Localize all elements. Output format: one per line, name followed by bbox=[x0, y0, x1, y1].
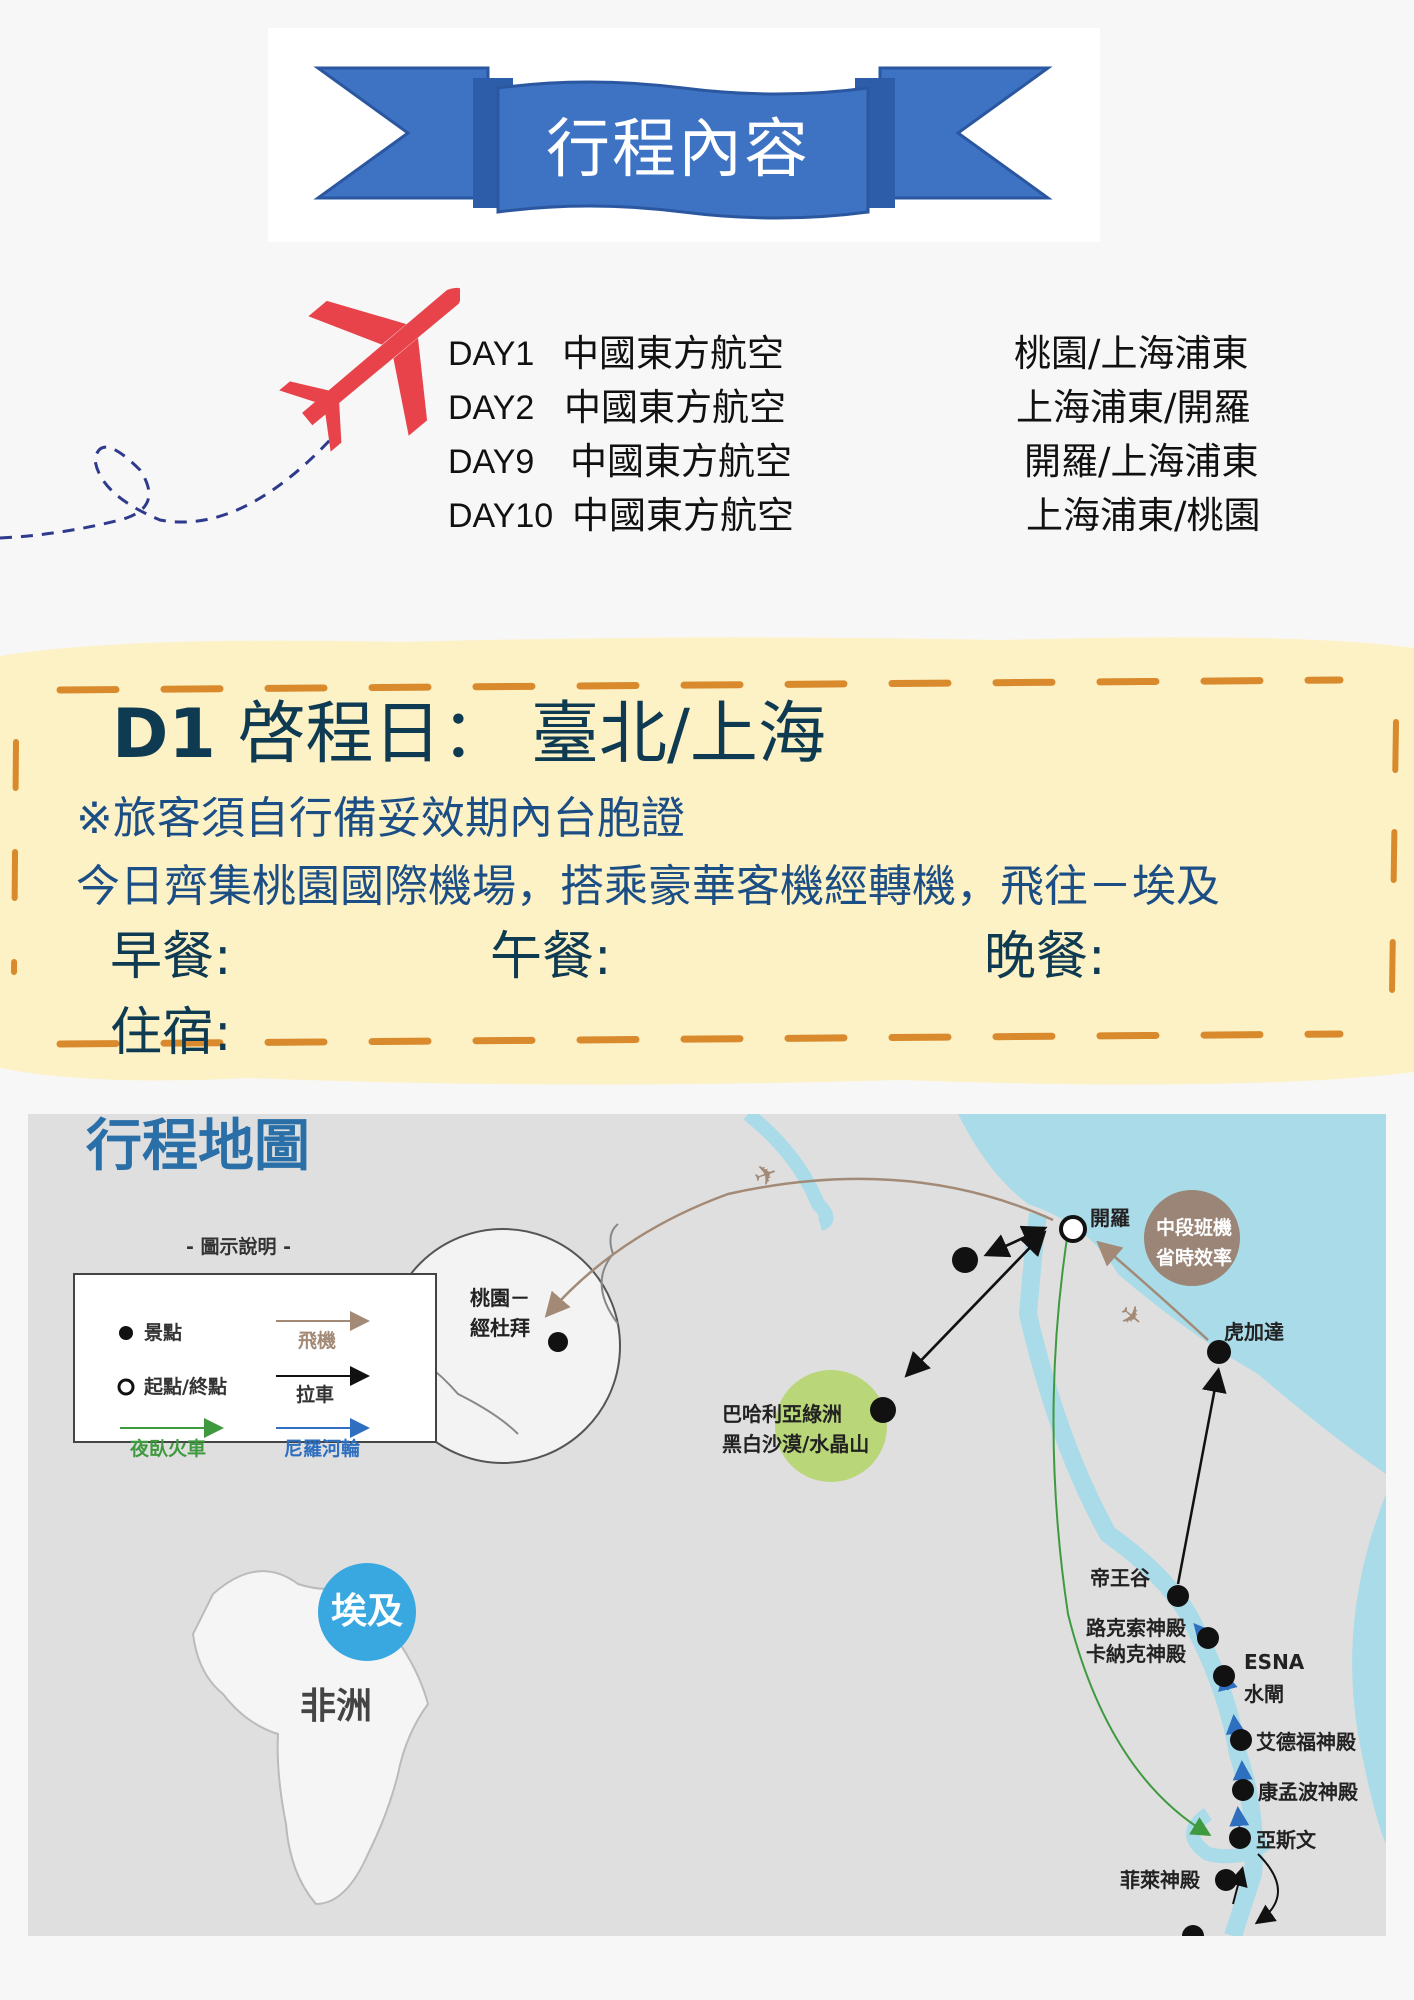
aswan-marker bbox=[1229, 1827, 1251, 1849]
day1-description: 今日齊集桃園國際機場，搭乘豪華客機經轉機，飛往－埃及 bbox=[76, 861, 1220, 912]
flight-route: 開羅/上海浦東 bbox=[1024, 440, 1259, 483]
flight-airline: 中國東方航空 bbox=[562, 332, 784, 375]
flight-day: DAY2 bbox=[448, 389, 535, 427]
badge-line: 省時效率 bbox=[1155, 1247, 1232, 1269]
place-luxor: 路克索神殿 bbox=[1086, 1616, 1186, 1640]
day1-code: D1 bbox=[112, 695, 216, 774]
day1-title-text: 啓程日： 臺北/上海 bbox=[237, 695, 826, 774]
legend-bus: 拉車 bbox=[296, 1384, 335, 1406]
legend-box bbox=[73, 1273, 437, 1443]
flight-day: DAY10 bbox=[448, 497, 554, 535]
luxor-marker bbox=[1197, 1627, 1219, 1649]
plane-icon: ✈ bbox=[1112, 1296, 1151, 1336]
esna-marker bbox=[1213, 1665, 1235, 1687]
hurghada-marker bbox=[1207, 1340, 1231, 1364]
page-title: 行程內容 bbox=[546, 113, 810, 187]
cairo-marker bbox=[1059, 1215, 1087, 1243]
bahariya-marker bbox=[870, 1397, 896, 1423]
legend-flight: 飛機 bbox=[298, 1330, 337, 1352]
flight-route: 桃園/上海浦東 bbox=[1014, 332, 1249, 375]
place-karnak: 卡納克神殿 bbox=[1086, 1642, 1186, 1666]
continent-label: 非洲 bbox=[300, 1686, 373, 1727]
legend-night-train: 夜臥火車 bbox=[130, 1438, 207, 1460]
flight-day: DAY9 bbox=[448, 443, 535, 481]
day-card-background bbox=[0, 637, 1414, 1085]
place-edfu: 艾德福神殿 bbox=[1256, 1730, 1356, 1754]
day1-note: ※旅客須自行備妥效期內台胞證 bbox=[76, 793, 685, 844]
place-esna: ESNA bbox=[1244, 1650, 1305, 1674]
inset-label: 桃園－ bbox=[470, 1286, 530, 1310]
legend-nile-cruise: 尼羅河輪 bbox=[284, 1438, 361, 1460]
place-esna-lock: 水閘 bbox=[1244, 1682, 1284, 1706]
place-hurghada: 虎加達 bbox=[1224, 1320, 1284, 1344]
place-cairo: 開羅 bbox=[1090, 1206, 1130, 1230]
edfu-marker bbox=[1230, 1729, 1252, 1751]
philae-marker bbox=[1215, 1869, 1237, 1891]
inset-label: 經杜拜 bbox=[470, 1316, 530, 1340]
lunch-label: 午餐: bbox=[490, 927, 612, 987]
itinerary-map: ✈ ✈ bbox=[28, 1114, 1386, 1936]
flight-day: DAY1 bbox=[448, 335, 535, 373]
place-philae: 菲萊神殿 bbox=[1120, 1868, 1200, 1892]
ribbon-banner-icon bbox=[313, 66, 1053, 220]
map-graphics: ✈ ✈ bbox=[73, 1114, 1386, 1936]
flight-route: 上海浦東/桃園 bbox=[1026, 494, 1261, 537]
dubai-marker bbox=[548, 1332, 568, 1352]
place-bahariya: 巴哈利亞綠洲 bbox=[722, 1402, 842, 1426]
country-label: 埃及 bbox=[330, 1591, 403, 1632]
legend-title: - 圖示說明 - bbox=[186, 1236, 292, 1258]
valley-kings-marker bbox=[1167, 1585, 1189, 1607]
place-kom-ombo: 康孟波神殿 bbox=[1258, 1780, 1358, 1804]
map-title: 行程地圖 bbox=[86, 1114, 310, 1179]
legend-endpoint: 起點/終點 bbox=[144, 1376, 227, 1398]
lodging-label: 住宿: bbox=[110, 1003, 232, 1063]
dinner-label: 晚餐: bbox=[984, 927, 1106, 987]
badge-line: 中段班機 bbox=[1155, 1217, 1232, 1239]
attraction-marker bbox=[1182, 1925, 1204, 1936]
flight-airline: 中國東方航空 bbox=[564, 386, 786, 429]
legend-attraction: 景點 bbox=[144, 1322, 183, 1344]
attraction-marker bbox=[952, 1247, 978, 1273]
day1-title: D1 啓程日： 臺北/上海 bbox=[112, 690, 826, 780]
place-bahariya: 黑白沙漠/水晶山 bbox=[722, 1432, 870, 1456]
kom-ombo-marker bbox=[1232, 1779, 1254, 1801]
place-valley-kings: 帝王谷 bbox=[1090, 1566, 1150, 1590]
breakfast-label: 早餐: bbox=[110, 927, 232, 987]
flight-route: 上海浦東/開羅 bbox=[1016, 386, 1251, 429]
airplane-icon bbox=[0, 287, 460, 540]
place-aswan: 亞斯文 bbox=[1256, 1828, 1316, 1852]
flight-airline: 中國東方航空 bbox=[570, 440, 792, 483]
flight-airline: 中國東方航空 bbox=[572, 494, 794, 537]
